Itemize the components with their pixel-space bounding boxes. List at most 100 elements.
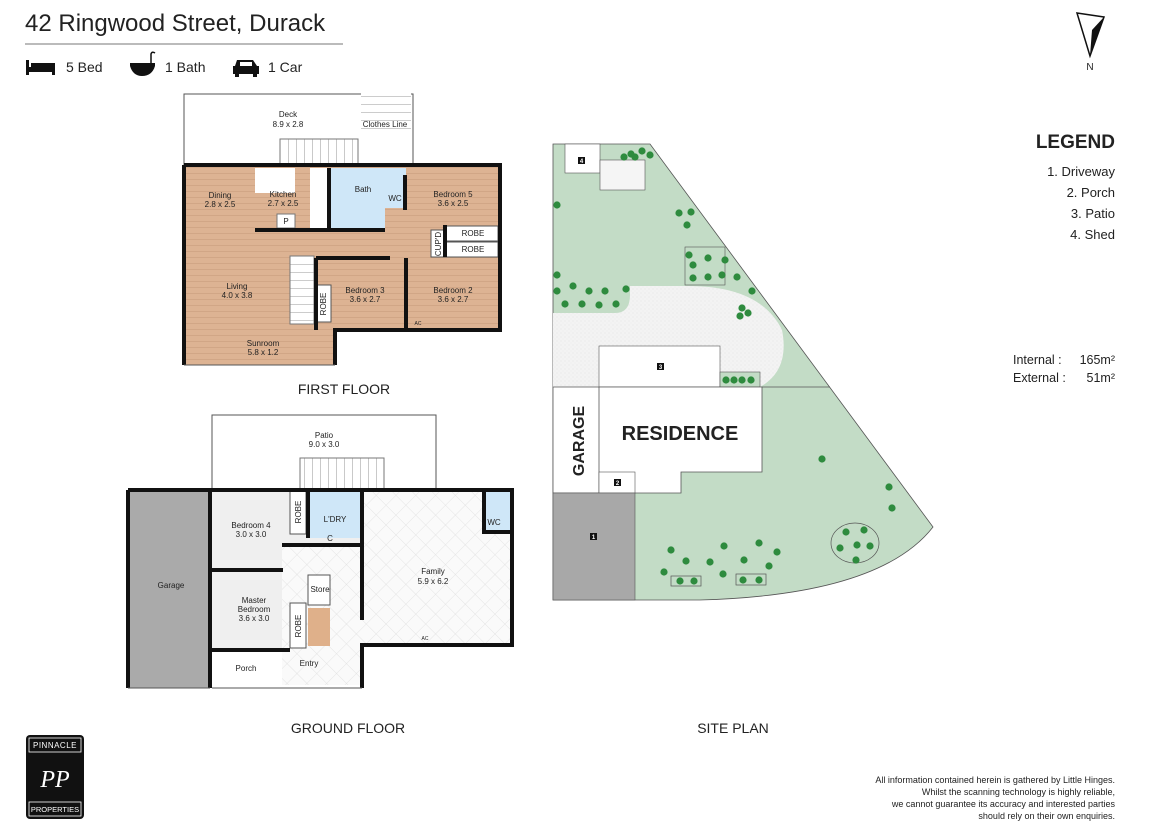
patio-size: 9.0 x 3.0 (309, 440, 340, 449)
pantry-label: P (283, 217, 288, 226)
master-bedroom-label: Master (242, 596, 267, 605)
tree-icon (720, 542, 728, 550)
bedroom2-label: Bedroom 2 (433, 286, 473, 295)
tree-icon (836, 544, 844, 552)
tree-icon (842, 528, 850, 536)
bedroom3-size: 3.6 x 2.7 (350, 295, 381, 304)
tree-icon (747, 376, 755, 384)
ground-wc (484, 492, 510, 532)
bath-icon (130, 51, 156, 76)
tree-icon (722, 376, 730, 384)
marker-4: 4 (578, 157, 585, 165)
dining-label: Dining (209, 191, 232, 200)
tree-icon (721, 256, 729, 264)
property-address: 42 Ringwood Street, Durack (25, 10, 326, 37)
svg-text:PROPERTIES: PROPERTIES (31, 805, 79, 814)
tree-icon (561, 300, 569, 308)
tree-icon (689, 261, 697, 269)
tree-icon (719, 570, 727, 578)
tree-icon (755, 576, 763, 584)
legend-title: LEGEND (1036, 132, 1115, 153)
tree-icon (704, 254, 712, 262)
tree-icon (755, 539, 763, 547)
wc-room (385, 168, 406, 208)
tree-icon (612, 300, 620, 308)
car-icon (233, 60, 259, 77)
disclaimer-line: Whilst the scanning technology is highly… (922, 787, 1115, 797)
patio-label: Patio (315, 431, 334, 440)
living-size: 4.0 x 3.8 (222, 291, 253, 300)
svg-text:1: 1 (592, 535, 596, 541)
ground-floor-plan: Patio 9.0 x 3.0 Garage Bedroom 4 3.0 x 3… (126, 414, 514, 689)
svg-text:2: 2 (616, 481, 620, 487)
tree-icon (638, 147, 646, 155)
tree-icon (739, 576, 747, 584)
driveway (552, 492, 636, 601)
bed-count: 5 Bed (66, 59, 103, 75)
residence-label: RESIDENCE (622, 423, 739, 445)
disclaimer-line: All information contained herein is gath… (875, 775, 1115, 785)
ac-label: AC (415, 321, 422, 327)
wc-label: WC (388, 194, 402, 203)
tree-icon (685, 251, 693, 259)
tree-icon (765, 562, 773, 570)
tree-icon (689, 274, 697, 282)
car-count: 1 Car (268, 59, 303, 75)
bedroom3-label: Bedroom 3 (345, 286, 385, 295)
svg-text:4: 4 (580, 159, 584, 165)
tree-icon (733, 273, 741, 281)
robe-label: ROBE (462, 229, 485, 238)
svg-text:PINNACLE: PINNACLE (33, 741, 77, 750)
porch-label: Porch (236, 664, 257, 673)
bath-count: 1 Bath (165, 59, 205, 75)
robe-label: ROBE (462, 245, 485, 254)
tree-icon (773, 548, 781, 556)
cupboard-label: CUP'D (434, 232, 443, 256)
tree-icon (744, 309, 752, 317)
garage-site-label: GARAGE (571, 406, 588, 477)
kitchen-label: Kitchen (270, 190, 297, 199)
compass-north-label: N (1086, 62, 1093, 73)
tree-icon (706, 558, 714, 566)
marker-1: 1 (590, 533, 597, 541)
family-label: Family (421, 567, 445, 576)
pinnacle-properties-logo: PINNACLE PP PROPERTIES (26, 735, 84, 819)
laundry-room (308, 490, 363, 538)
tree-icon (853, 541, 861, 549)
tree-icon (667, 546, 675, 554)
internal-area-label: Internal : (1013, 353, 1062, 367)
first-floor-plan: Deck 8.9 x 2.8 Clothes Line Dining 2.8 x… (182, 93, 502, 366)
tree-icon (704, 273, 712, 281)
internal-area-value: 165m² (1080, 353, 1115, 367)
clothes-line-label: Clothes Line (363, 120, 408, 129)
legend-item: 2. Porch (1067, 185, 1115, 200)
kitchen-bench (255, 168, 295, 193)
tree-icon (730, 376, 738, 384)
legend-item: 4. Shed (1070, 227, 1115, 242)
tree-icon (578, 300, 586, 308)
patio-stairs (299, 457, 385, 491)
tree-icon (748, 287, 756, 295)
store-label: Store (310, 585, 330, 594)
family-size: 5.9 x 6.2 (418, 577, 449, 586)
bedroom4-size: 3.0 x 3.0 (236, 530, 267, 539)
sunroom-size: 5.8 x 1.2 (248, 348, 279, 357)
first-floor-interior (184, 165, 500, 365)
tree-icon (860, 526, 868, 534)
porch-area (212, 650, 282, 688)
bath-label: Bath (355, 185, 371, 194)
first-floor-title: FIRST FLOOR (298, 381, 390, 397)
garage-room (128, 490, 210, 688)
clothes-line (361, 93, 411, 129)
north-compass: N (1075, 12, 1106, 73)
legend-item: 3. Patio (1071, 206, 1115, 221)
bedroom5-size: 3.6 x 2.5 (438, 199, 469, 208)
robe-label: ROBE (319, 293, 328, 316)
bedroom2-size: 3.6 x 2.7 (438, 295, 469, 304)
tree-icon (683, 221, 691, 229)
header: 42 Ringwood Street, Durack 5 Bed 1 Bath … (25, 10, 343, 77)
tree-icon (682, 557, 690, 565)
deck-label: Deck (279, 110, 298, 119)
tree-icon (595, 301, 603, 309)
legend: LEGEND 1. Driveway 2. Porch 3. Patio 4. … (1036, 132, 1116, 242)
